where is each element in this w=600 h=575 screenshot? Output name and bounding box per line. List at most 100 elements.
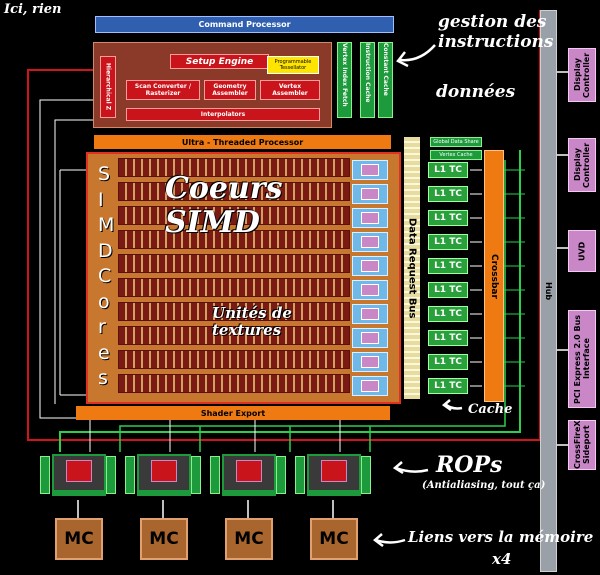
side-panel: UVD — [568, 230, 596, 272]
texture-unit — [352, 232, 388, 252]
side-panel: Display Controller — [568, 48, 596, 102]
annotation-rops-sub: (Antialiasing, tout ça) — [422, 480, 546, 491]
rop-unit — [40, 452, 118, 498]
l1-texture-cache: L1 TC — [428, 378, 468, 394]
texture-unit-core — [361, 188, 379, 200]
side-panel: Display Controller — [568, 138, 596, 192]
texture-unit — [352, 376, 388, 396]
rop-side — [276, 456, 286, 494]
texture-unit — [352, 352, 388, 372]
l1-texture-cache: L1 TC — [428, 258, 468, 274]
l1-texture-cache: L1 TC — [428, 234, 468, 250]
rop-core — [222, 454, 276, 492]
simd-letter: S — [98, 163, 111, 185]
rop-side — [106, 456, 116, 494]
texture-units-column — [352, 160, 392, 396]
hub: Hub — [540, 10, 557, 572]
annotation-cache: Cache — [468, 402, 513, 417]
simd-core-row — [118, 350, 350, 369]
simd-letter: M — [98, 214, 115, 236]
side-panel: CrossFireX Sideport — [568, 420, 596, 470]
simd-letter: C — [98, 265, 112, 287]
texture-unit — [352, 184, 388, 204]
simd-core-row — [118, 254, 350, 273]
rop-unit — [295, 452, 373, 498]
rop-units — [40, 452, 380, 502]
simd-core-row — [118, 158, 350, 177]
memory-controller: MC — [140, 518, 188, 560]
simd-core-row — [118, 374, 350, 393]
texture-unit — [352, 160, 388, 180]
rop-side — [361, 456, 371, 494]
annotation-gestion: gestion des instructions — [438, 12, 554, 52]
texture-unit-core — [361, 260, 379, 272]
global-data-share: Global Data Share — [430, 137, 482, 147]
rop-side — [295, 456, 305, 494]
l1-texture-cache: L1 TC — [428, 210, 468, 226]
vertex-assembler: Vertex Assembler — [260, 80, 320, 100]
simd-core-row — [118, 206, 350, 225]
constant-cache: Constant Cache — [378, 42, 393, 118]
interpolators: Interpolators — [126, 108, 320, 121]
programmable-tessellator: Programmable Tessellator — [267, 56, 319, 74]
annotation-donnees: données — [436, 82, 516, 102]
texture-unit — [352, 256, 388, 276]
rop-core-inner — [66, 460, 92, 482]
rop-core-inner — [321, 460, 347, 482]
texture-unit-core — [361, 284, 379, 296]
texture-unit-core — [361, 332, 379, 344]
texture-unit — [352, 328, 388, 348]
l1-texture-cache: L1 TC — [428, 354, 468, 370]
shader-export: Shader Export — [76, 406, 390, 420]
vertex-index-fetch: Vertex Index Fetch — [337, 42, 352, 118]
memory-controller: MC — [225, 518, 273, 560]
l1-texture-cache: L1 TC — [428, 306, 468, 322]
annotation-coeurs: Coeurs SIMD — [165, 171, 283, 240]
geometry-assembler: Geometry Assembler — [204, 80, 256, 100]
simd-core-row — [118, 326, 350, 345]
rop-base — [307, 490, 361, 496]
l1-texture-cache: L1 TC — [428, 282, 468, 298]
texture-unit-core — [361, 380, 379, 392]
rop-side — [210, 456, 220, 494]
rop-side — [191, 456, 201, 494]
data-request-bus: Data Request Bus — [404, 137, 420, 399]
simd-rows — [92, 158, 392, 396]
texture-unit-core — [361, 356, 379, 368]
simd-core-row — [118, 182, 350, 201]
rop-core-inner — [151, 460, 177, 482]
rop-core — [52, 454, 106, 492]
rop-unit — [125, 452, 203, 498]
scan-converter: Scan Converter / Rasterizer — [126, 80, 200, 100]
vertex-cache: Vertex Cache — [430, 150, 482, 160]
l1-texture-cache: L1 TC — [428, 162, 468, 178]
texture-unit — [352, 304, 388, 324]
simd-letter: s — [98, 367, 108, 389]
simd-letter: e — [98, 341, 110, 364]
texture-unit — [352, 280, 388, 300]
annotation-x4: x4 — [492, 550, 512, 568]
l1-texture-cache: L1 TC — [428, 330, 468, 346]
l1-texture-caches: L1 TC L1 TC L1 TC L1 TC L1 TC L1 TC L1 TC L1 TC… — [428, 162, 472, 398]
instruction-cache: Instruction Cache — [360, 42, 375, 118]
setup-engine: Setup Engine — [170, 54, 269, 69]
simd-core-row — [118, 278, 350, 297]
rop-core-inner — [236, 460, 262, 482]
rop-side — [40, 456, 50, 494]
simd-letter: I — [98, 188, 104, 211]
annotation-rops: ROPs — [436, 452, 503, 478]
ultra-threaded-processor: Ultra - Threaded Processor — [94, 135, 391, 149]
rop-base — [222, 490, 276, 496]
memory-controller: MC — [310, 518, 358, 560]
simd-letter: o — [98, 290, 110, 313]
hierarchical-z: Hierarchical Z — [100, 56, 116, 118]
texture-unit-core — [361, 164, 379, 176]
command-processor: Command Processor — [95, 16, 394, 33]
memory-controllers: MC MC MC MC — [55, 518, 375, 560]
texture-unit-core — [361, 236, 379, 248]
rop-core — [307, 454, 361, 492]
memory-controller: MC — [55, 518, 103, 560]
